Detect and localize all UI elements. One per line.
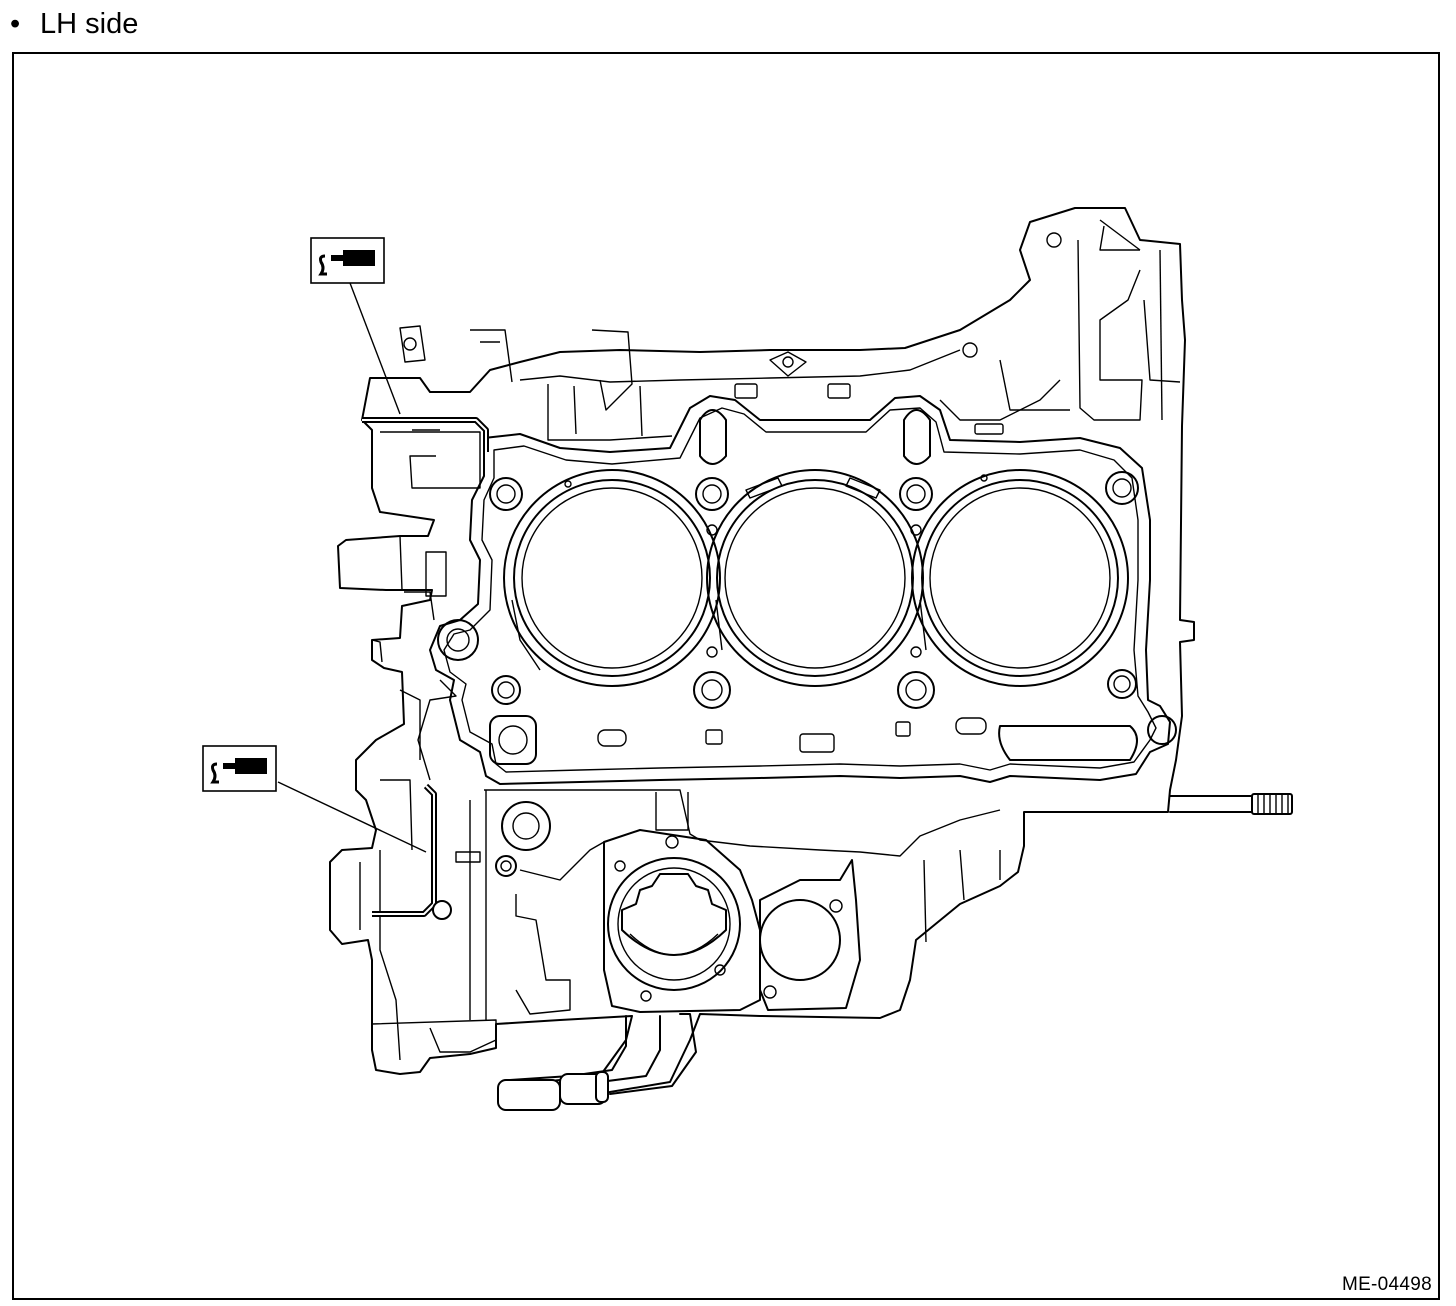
- section-heading: • LH side: [10, 4, 138, 44]
- long-stud-bolt: [1169, 793, 1293, 815]
- sealant-tube-icon: [202, 745, 277, 792]
- heading-text: LH side: [40, 8, 139, 40]
- head-gasket: [429, 395, 1177, 785]
- cylinder-block-body: [329, 207, 1195, 1103]
- figure-frame: [12, 52, 1440, 1300]
- leader-line-lower: [277, 781, 427, 853]
- left-side-features: [359, 429, 481, 930]
- bullet: •: [10, 8, 21, 40]
- lower-front-housing: [371, 789, 1001, 1111]
- sealant-tube-icon: [310, 237, 385, 284]
- sealant-bead-upper: [362, 417, 489, 452]
- figure-code: ME-04498: [1341, 1274, 1432, 1295]
- sealant-bead-lower: [372, 783, 437, 917]
- leader-line-upper: [349, 282, 401, 415]
